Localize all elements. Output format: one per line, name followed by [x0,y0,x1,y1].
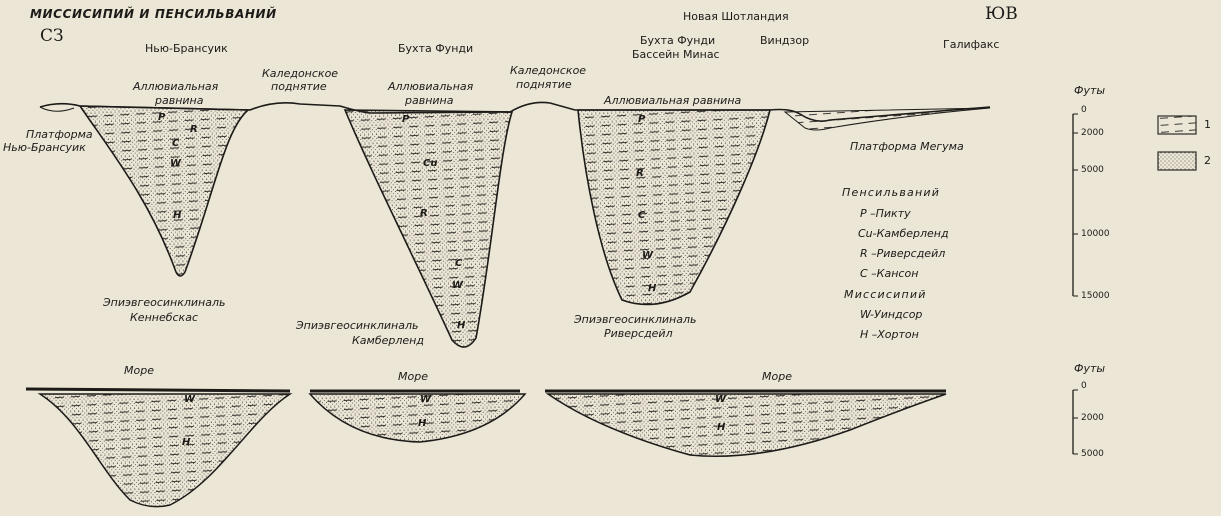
label-kennebecasis-2: Кеннебскас [130,311,198,324]
label-sea-2: Море [398,370,428,383]
pattern-key-label-2: 2 [1204,154,1211,167]
place-halifax: Галифакс [943,38,999,51]
legend-pennsylvanian-title: Пенсильваний [842,186,940,199]
basin-kennebecasis [80,106,248,276]
scale-tick-label: 10000 [1081,228,1110,241]
formation-letter: H [173,210,181,221]
label-caledonian-uplift-1a: Каледонское [262,67,338,80]
direction-se: ЮВ [985,8,1018,21]
pattern-key-box-1 [1158,116,1196,134]
label-alluvial-plain-2b: равнина [405,94,453,107]
formation-letter: R [636,168,644,179]
upper-scale-label: Футы [1074,84,1105,97]
legend-item: C –Кансон [860,266,918,281]
sea-surface-line [26,389,946,391]
legend-item: P –Пикту [860,206,911,221]
label-alluvial-plain-1a: Аллювиальная [133,80,218,93]
label-nb-platform-2: Нью-Брансуик [3,141,86,154]
label-alluvial-plain-2a: Аллювиальная [388,80,473,93]
formation-letter: W [642,250,653,261]
formation-letter: H [457,320,465,331]
lower-basin-1 [40,394,290,507]
formation-letter: P [158,112,165,123]
place-new-brunswick: Нью-Брансуик [145,42,228,55]
scale-tick-label: 0 [1081,380,1087,393]
formation-letter: R [420,208,428,219]
label-alluvial-plain-1b: равнина [155,94,203,107]
basin-cumberland [345,110,512,347]
lower-basin-3 [548,394,946,456]
label-meguma-platform: Платформа Мегума [850,140,964,153]
place-fundy-bay-1: Бухта Фунди [398,42,473,55]
formation-letter: P [402,114,409,125]
meguma-platform-wedge [785,108,990,130]
formation-letter: R [190,124,198,135]
label-caledonian-uplift-1b: поднятие [271,80,327,93]
label-sea-3: Море [762,370,792,383]
legend-item: R –Риверсдейл [860,246,945,261]
direction-nw: СЗ [40,30,64,43]
formation-letter: W [170,158,181,169]
formation-letter: W [184,394,195,405]
formation-letter: H [418,418,426,429]
scale-tick-label: 0 [1081,104,1087,117]
label-nb-platform-1: Платформа [26,128,93,141]
formation-letter: P [638,114,645,125]
lower-depth-scale [1073,390,1078,454]
scale-tick-label: 15000 [1081,290,1110,303]
formation-letter: C [172,138,179,149]
scale-tick-label: 2000 [1081,127,1104,140]
label-sea-1: Море [124,364,154,377]
label-riversdale-2: Риверсдейл [604,327,673,340]
formation-letter: W [715,394,726,405]
place-nova-scotia: Новая Шотландия [683,10,789,23]
figure-title: МИССИСИПИЙ И ПЕНСИЛЬВАНИЙ [30,8,277,21]
lower-scale-label: Футы [1074,362,1105,375]
formation-letter: H [717,422,725,433]
scale-tick-label: 5000 [1081,164,1104,177]
label-caledonian-uplift-2a: Каледонское [510,64,586,77]
basin-riversdale [578,110,770,305]
place-fundy-bay-2: Бухта Фунди [640,34,715,47]
label-riversdale-1: Эпиэвгеосинклиналь [574,313,696,326]
label-alluvial-plain-3: Аллювиальная равнина [604,94,741,107]
legend-item: H –Хортон [860,327,919,342]
scale-tick-label: 5000 [1081,448,1104,461]
scale-tick-label: 2000 [1081,412,1104,425]
pattern-key-label-1: 1 [1204,118,1211,131]
formation-letter: H [182,437,190,448]
label-caledonian-uplift-2b: поднятие [516,78,572,91]
place-minas-basin: Бассейн Минас [632,48,720,61]
upper-depth-scale [1073,114,1078,296]
formation-letter: C [638,210,645,221]
formation-letter: W [420,394,431,405]
pattern-key-box-2 [1158,152,1196,170]
formation-letter: Cu [423,158,437,169]
label-kennebecasis-1: Эпиэвгеосинклиналь [103,296,225,309]
legend-mississippian-title: Миссисипий [844,288,927,301]
place-windsor: Виндзор [760,34,809,47]
legend-item: Cu-Камберленд [858,226,949,241]
formation-letter: H [648,283,656,294]
label-cumberland-1: Эпиэвгеосинклиналь [296,319,418,332]
label-cumberland-2: Камберленд [352,334,424,347]
legend-item: W-Уиндсор [860,307,922,322]
formation-letter: C [455,258,462,269]
formation-letter: W [452,280,463,291]
